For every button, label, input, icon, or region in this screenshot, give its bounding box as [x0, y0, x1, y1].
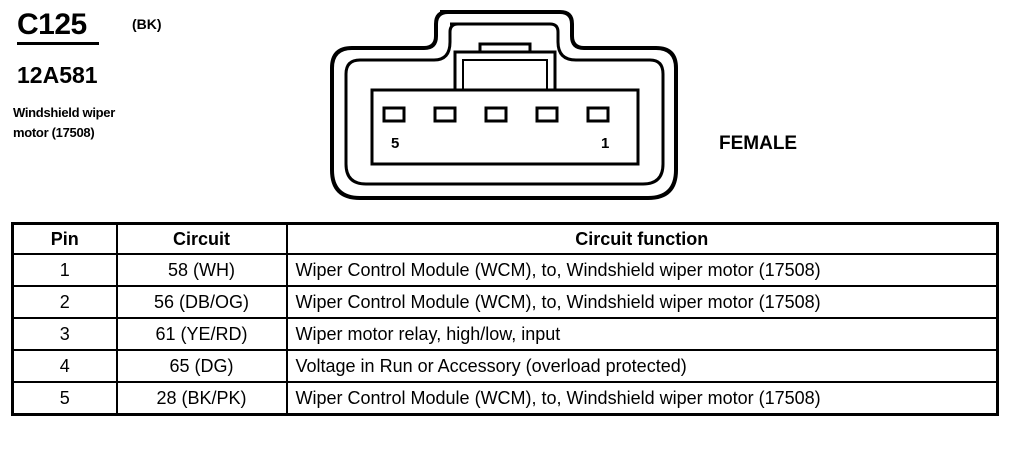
pinout-table: Pin Circuit Circuit function 1 58 (WH) W…: [11, 222, 999, 416]
connector-color-code: (BK): [132, 16, 162, 32]
pin-cell: 3: [11, 317, 118, 351]
pin-cavity-2: [535, 106, 559, 123]
connector-gender: FEMALE: [719, 133, 798, 154]
component-description: Windshield wiper motor (17508): [13, 105, 115, 140]
pin-cavity-3: [484, 106, 508, 123]
circuit-cell: 28 (BK/PK): [115, 381, 288, 416]
connector-outer-shell: [330, 10, 678, 200]
pin-cell: 4: [11, 349, 118, 383]
circuit-cell: 58 (WH): [115, 253, 288, 287]
connector-face-diagram: 5 1: [330, 10, 678, 200]
pin-cavity-5: [382, 106, 406, 123]
table-row: 3 61 (YE/RD) Wiper motor relay, high/low…: [11, 317, 999, 351]
column-header-circuit-function: Circuit function: [285, 222, 999, 255]
part-number: 12A581: [17, 62, 98, 88]
circuit-cell: 65 (DG): [115, 349, 288, 383]
connector-id: C125: [17, 8, 99, 45]
pin-label-left: 5: [391, 135, 399, 152]
circuit-function-cell: Wiper Control Module (WCM), to, Windshie…: [285, 285, 999, 319]
circuit-cell: 61 (YE/RD): [115, 317, 288, 351]
circuit-function-cell: Wiper motor relay, high/low, input: [285, 317, 999, 351]
table-header-row: Pin Circuit Circuit function: [11, 222, 999, 255]
connector-inner-shell: [344, 22, 665, 186]
column-header-circuit: Circuit: [115, 222, 288, 255]
pin-cell: 5: [11, 381, 118, 416]
pin-cavity-4: [433, 106, 457, 123]
table-row: 5 28 (BK/PK) Wiper Control Module (WCM),…: [11, 381, 999, 416]
pin-label-right: 1: [601, 135, 609, 152]
pin-cell: 2: [11, 285, 118, 319]
pin-cell: 1: [11, 253, 118, 287]
circuit-function-cell: Wiper Control Module (WCM), to, Windshie…: [285, 253, 999, 287]
circuit-cell: 56 (DB/OG): [115, 285, 288, 319]
circuit-function-cell: Wiper Control Module (WCM), to, Windshie…: [285, 381, 999, 416]
circuit-function-cell: Voltage in Run or Accessory (overload pr…: [285, 349, 999, 383]
pin-cavity-block: [370, 88, 640, 166]
table-row: 2 56 (DB/OG) Wiper Control Module (WCM),…: [11, 285, 999, 319]
table-row: 4 65 (DG) Voltage in Run or Accessory (o…: [11, 349, 999, 383]
table-row: 1 58 (WH) Wiper Control Module (WCM), to…: [11, 253, 999, 287]
pin-cavity-1: [586, 106, 610, 123]
column-header-pin: Pin: [11, 222, 118, 255]
